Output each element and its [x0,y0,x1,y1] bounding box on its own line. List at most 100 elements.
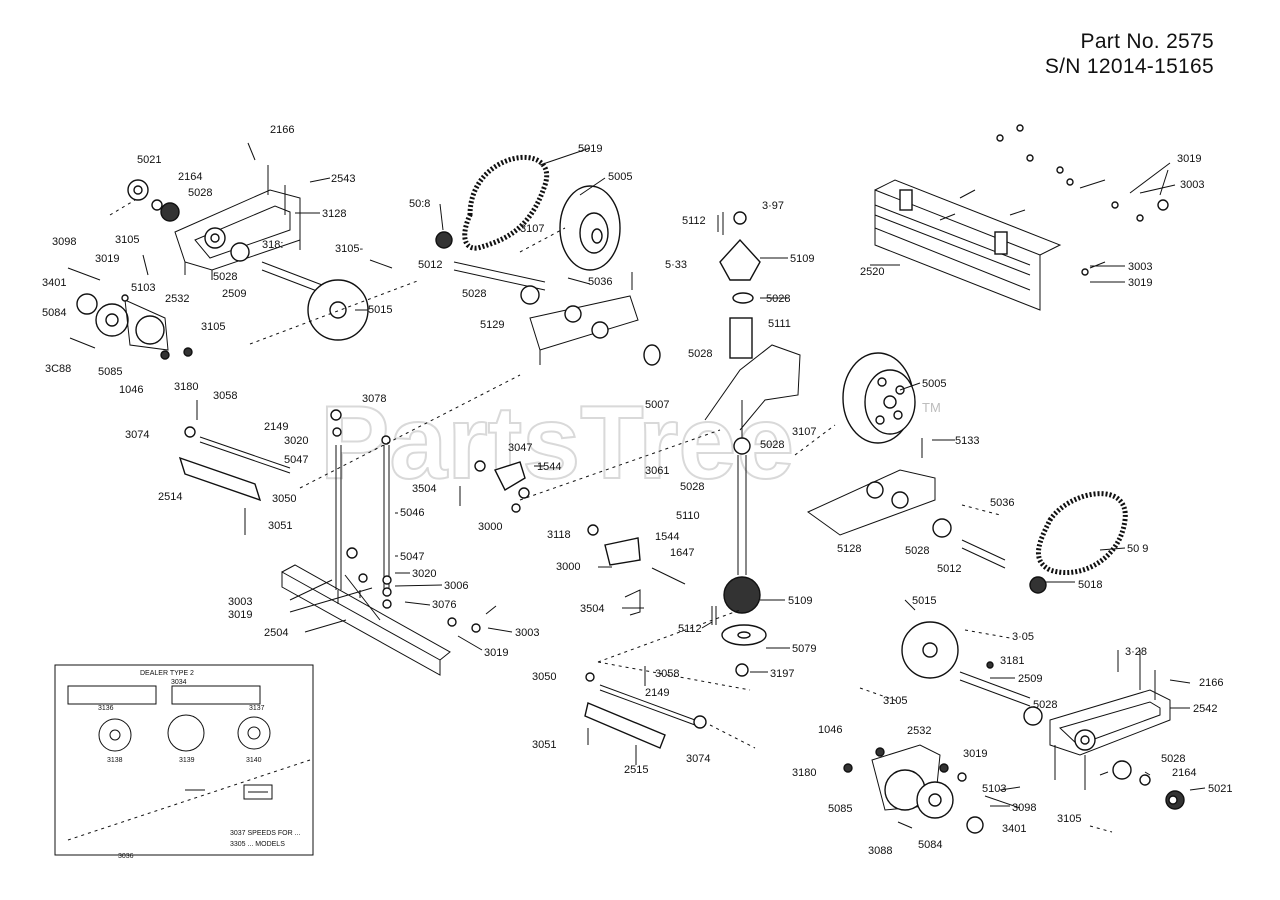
callout: 3000 [478,521,502,533]
left-middle-linkages [178,374,721,616]
callout: 5028 [905,545,929,557]
callout: 2164 [178,171,202,183]
upper-right-bracket [874,124,1169,311]
callout: 5028 [680,481,704,493]
callout: 5019 [578,143,602,155]
callout: 3180 [792,767,816,779]
callout: 5112 [678,623,702,635]
callout: 5007 [645,399,669,411]
decal-part-3137: 3137 [249,705,265,712]
watermark-text: PartsTree [320,385,794,501]
decal-part-3036: 3036 [118,853,134,860]
callout: 3C88 [45,363,71,375]
decal-part-3305: 3305 ... MODELS [230,841,285,848]
callout: 3·28 [1125,646,1147,658]
callout: 2543 [331,173,355,185]
callout: 318: [262,239,283,251]
center-drive-column [597,211,801,691]
callout: 3107 [520,223,544,235]
callout: 5085 [98,366,122,378]
callout: 5005 [922,378,946,390]
callout: 2542 [1193,703,1217,715]
lower-right-assembly [843,621,1191,834]
callout: 1544 [655,531,679,543]
callout: 5109 [790,253,814,265]
callout: 5084 [918,839,942,851]
decal-part-3138: 3138 [107,757,123,764]
callout: 1647 [670,547,694,559]
callout: 5005 [608,171,632,183]
callout: 5012 [418,259,442,271]
leader-lines [289,147,1206,807]
callout: 1544 [537,461,561,473]
callout: 3105 [201,321,225,333]
callout: 2509 [222,288,246,300]
callout: 2166 [1199,677,1223,689]
callout: 5036 [990,497,1014,509]
callout: 5079 [792,643,816,655]
callout: 3000 [556,561,580,573]
callout: 3019 [484,647,508,659]
callout: 5021 [137,154,161,166]
callout: 3105 [1057,813,1081,825]
callout: 3118 [547,529,571,541]
decal-part-3140: 3140 [246,757,262,764]
callout: 5084 [42,307,66,319]
callout: 2520 [860,266,884,278]
callout: 3003 [1180,179,1204,191]
callout: 3047 [508,442,532,454]
callout: 5·33 [665,259,687,271]
callout: 3003 [1128,261,1152,273]
callout: 5111 [768,318,791,330]
callout: 2515 [624,764,648,776]
callout: 5028 [213,271,237,283]
callout: 3050 [532,671,556,683]
callout: 3019 [95,253,119,265]
callout: 3·97 [762,200,784,212]
callout: 3180 [174,381,198,393]
callout: 5103 [982,783,1006,795]
callout: 5028 [188,187,212,199]
callout: 2509 [1018,673,1042,685]
callout: 3019 [228,609,252,621]
callout: 3058 [655,668,679,680]
callout: 5047 [400,551,424,563]
callout: 3006 [444,580,468,592]
callout: 3105 [883,695,907,707]
callout: 3088 [868,845,892,857]
callout: 3105 [115,234,139,246]
callout: 3076 [432,599,456,611]
callout: 3051 [532,739,556,751]
callout: 3020 [412,568,436,580]
decal-part-3136: 3136 [98,705,114,712]
callout: 3098 [52,236,76,248]
frame-2504 [281,547,497,676]
decal-sheet: DEALER TYPE 2 3034 3136 3137 3138 3139 3… [54,664,314,860]
callout: 5133 [955,435,979,447]
callout: 5046 [400,507,424,519]
callout: 3·05 [1012,631,1034,643]
callout: 5085 [828,803,852,815]
callout: 2532 [165,293,189,305]
callout: 5012 [937,563,961,575]
callout: 5109 [788,595,812,607]
callout: 3019 [1177,153,1201,165]
callout: 3058 [213,390,237,402]
callout: 2149 [264,421,288,433]
callout: 5028 [1161,753,1185,765]
callout: 1046 [119,384,143,396]
serial-number-header: S/N 12014-15165 [1044,55,1214,78]
decal-title: DEALER TYPE 2 [140,670,194,677]
callout: 3078 [362,393,386,405]
callout: 2532 [907,725,931,737]
callout: 3003 [515,627,539,639]
callout-labels: 2166 5021 2164 5028 2543 3128 3105 3098 … [42,124,1232,857]
decal-part-3034: 3034 [171,679,187,686]
callout: 3019 [1128,277,1152,289]
callout: 3098 [1012,802,1036,814]
callout: 3074 [125,429,149,441]
callout: 2149 [645,687,669,699]
decal-part-3139: 3139 [179,757,195,764]
callout: 5028 [766,293,790,305]
